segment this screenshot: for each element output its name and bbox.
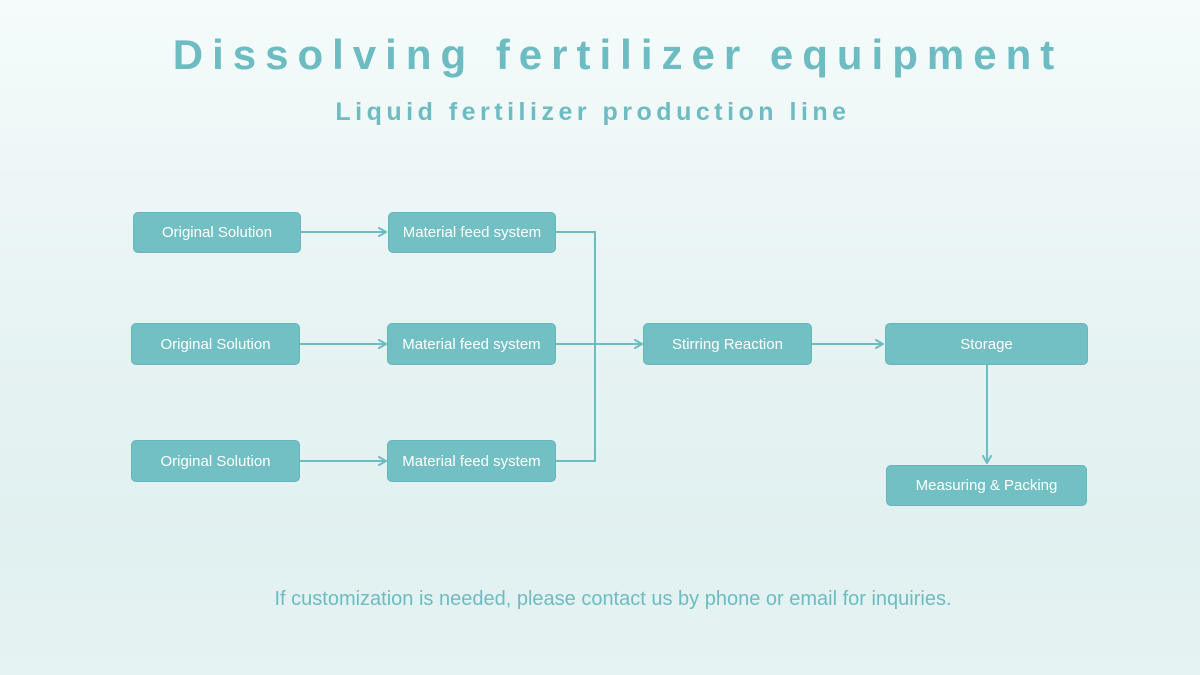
- page-subtitle: Liquid fertilizer production line: [335, 98, 851, 126]
- node-material-feed-system-2: Material feed system: [387, 323, 556, 365]
- node-stirring-reaction: Stirring Reaction: [643, 323, 812, 365]
- node-original-solution-3: Original Solution: [131, 440, 300, 482]
- node-measuring-packing: Measuring & Packing: [886, 465, 1087, 506]
- node-material-feed-system-3: Material feed system: [387, 440, 556, 482]
- page-title: Dissolving fertilizer equipment: [172, 31, 1064, 78]
- node-original-solution-1: Original Solution: [133, 212, 301, 253]
- connector-feed-1-to-bus: [556, 231, 596, 462]
- node-original-solution-2: Original Solution: [131, 323, 300, 365]
- node-material-feed-system-1: Material feed system: [388, 212, 556, 253]
- contact-note: If customization is needed, please conta…: [274, 588, 952, 610]
- node-storage: Storage: [885, 323, 1088, 365]
